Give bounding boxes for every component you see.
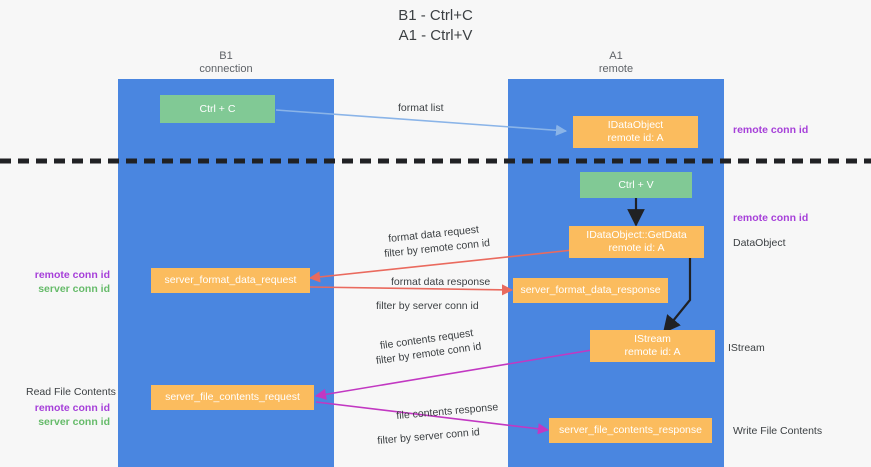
column-header-a1-name: A1 [609,50,623,62]
box-server-format-data-response-label: server_format_data_response [520,284,661,296]
edge-filter-prefix-2: filter by [376,300,413,312]
column-header-b1-sub: connection [199,63,253,75]
annotation-remote-conn-id-left-bottom: remote conn id [34,402,110,414]
box-getdata-line2: remote id: A [608,242,665,254]
box-istream[interactable]: IStream remote id: A [590,330,715,362]
box-server-file-contents-request[interactable]: server_file_contents_request [151,385,314,410]
column-header-b1: B1 connection [146,50,306,76]
annotation-read-file-contents: Read File Contents [26,386,116,398]
box-server-file-contents-request-label: server_file_contents_request [165,391,300,403]
column-header-a1-sub: remote [598,63,634,75]
edge-label-format-data-response-filter: filter by server conn id [376,299,479,313]
title-line-2: A1 - Ctrl+V [398,27,473,44]
annotation-conn-pair-top: remote conn id server conn id [0,268,110,296]
column-header-a1: A1 remote [536,50,696,76]
box-ctrl-c-label: Ctrl + C [199,102,236,115]
edge-filter-prefix-3: filter by [375,350,414,368]
box-ctrl-v-label: Ctrl + V [618,178,654,191]
box-idataobject-line2: remote id: A [607,132,664,144]
edge-filter-prefix-1: filter by [383,244,422,261]
annotation-remote-conn-id-top: remote conn id [733,124,809,136]
edge-label-format-list: format list [398,102,444,114]
annotation-remote-conn-id-mid: remote conn id [733,212,809,224]
edge-label-file-contents-response: file contents response [395,401,499,423]
box-istream-line1: IStream [634,333,671,345]
edge-label-format-data-response: format data response [391,276,491,288]
box-server-format-data-request[interactable]: server_format_data_request [151,268,310,293]
edge-filter-key-server-conn-id-1: server conn id [412,300,479,312]
page-title: B1 - Ctrl+C A1 - Ctrl+V [0,6,871,46]
box-istream-line2: remote id: A [624,346,681,358]
annotation-remote-conn-id-left-top: remote conn id [34,269,110,281]
box-getdata-line1: IDataObject::GetData [586,229,687,241]
box-server-file-contents-response-label: server_file_contents_response [558,424,702,436]
annotation-server-conn-id-left-top: server conn id [38,283,110,295]
box-server-format-data-response[interactable]: server_format_data_response [513,278,668,303]
box-idataobject-getdata[interactable]: IDataObject::GetData remote id: A [569,226,704,258]
title-line-1: B1 - Ctrl+C [398,7,473,24]
edge-label-file-contents-response-filter: filter by server conn id [377,425,481,448]
annotation-server-conn-id-left-bottom: server conn id [38,416,110,428]
edge-filter-prefix-4: filter by [376,431,415,448]
annotation-istream: IStream [728,342,765,354]
annotation-conn-pair-bottom: remote conn id server conn id [0,401,110,429]
box-idataobject[interactable]: IDataObject remote id: A [573,116,698,148]
box-idataobject-line1: IDataObject [607,119,664,131]
annotation-dataobject: DataObject [733,237,786,249]
box-server-file-contents-response[interactable]: server_file_contents_response [549,418,712,443]
annotation-write-file-contents: Write File Contents [733,425,823,437]
box-ctrl-c[interactable]: Ctrl + C [160,95,275,123]
edge-filter-key-server-conn-id-2: server conn id [413,426,481,444]
column-header-b1-name: B1 [219,50,233,62]
box-server-format-data-request-label: server_format_data_request [164,274,297,286]
box-ctrl-v[interactable]: Ctrl + V [580,172,692,198]
